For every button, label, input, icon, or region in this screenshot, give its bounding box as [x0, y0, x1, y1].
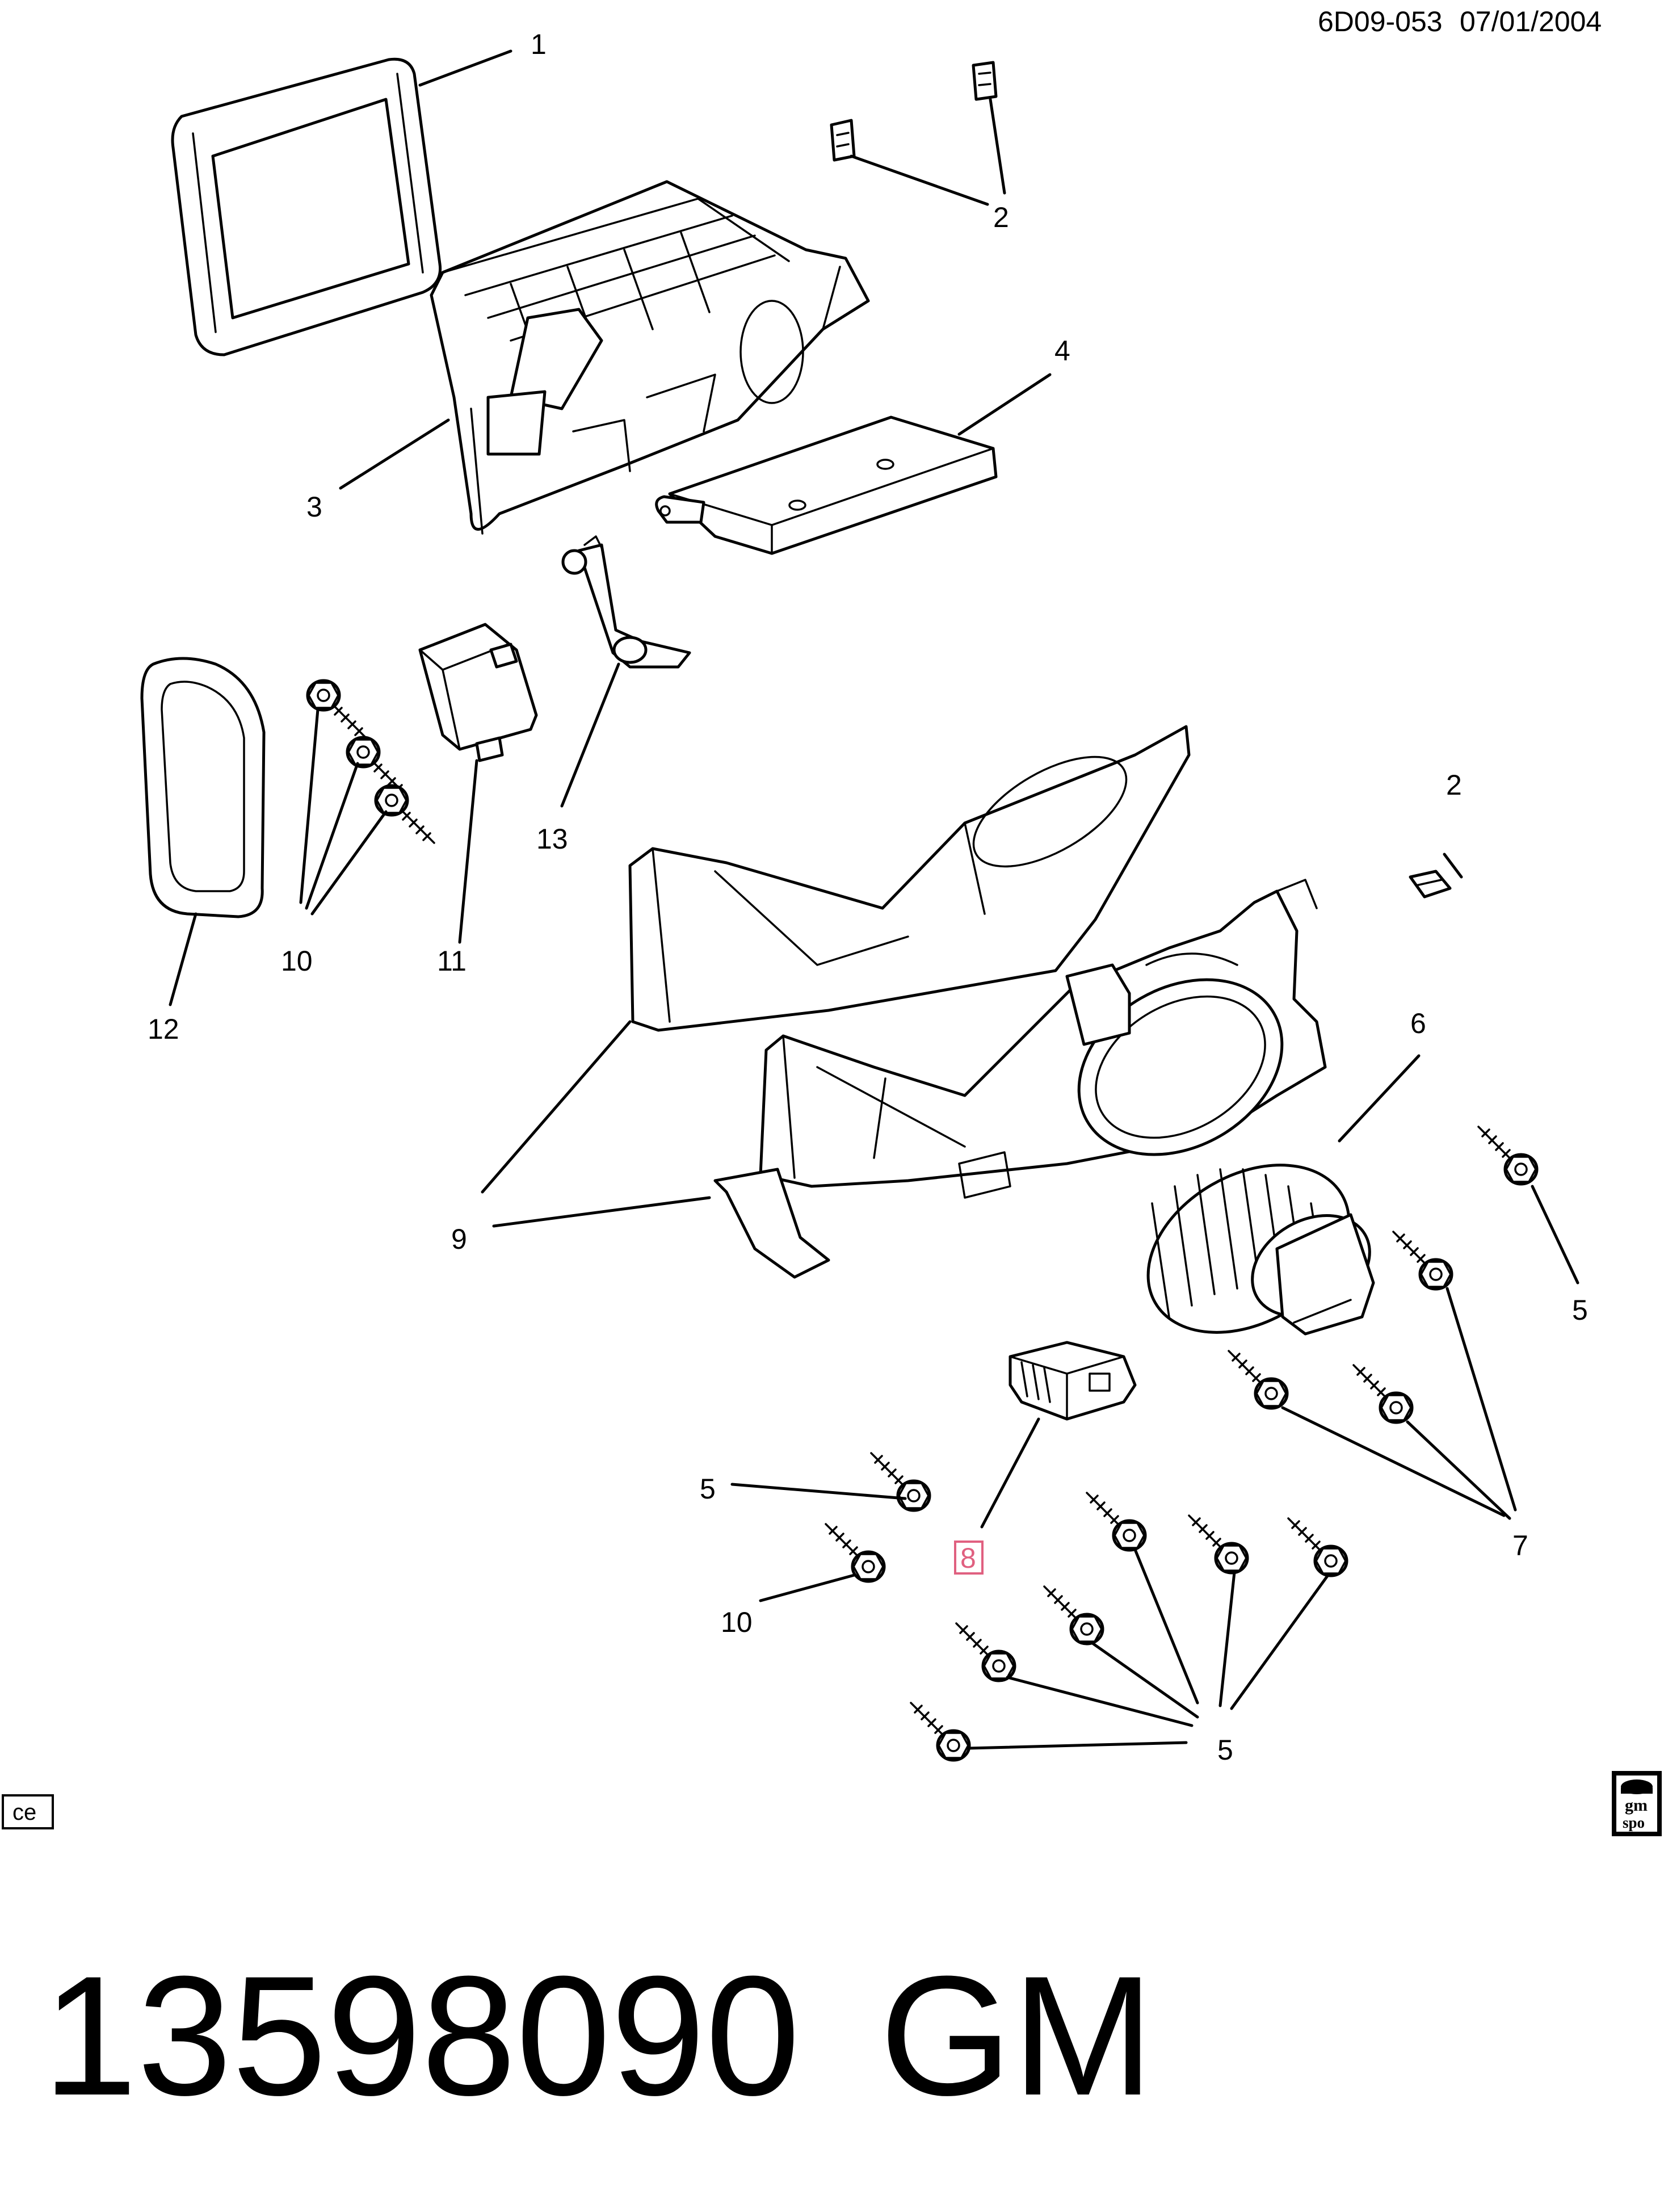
badge-ce-text: ce: [12, 1800, 36, 1825]
part-13-lever: [561, 535, 691, 669]
badge-ce: ce: [2, 1794, 54, 1829]
callout-7: 7: [1512, 1530, 1528, 1562]
callout-5-right: 5: [1572, 1294, 1588, 1326]
callout-13: 13: [536, 823, 568, 855]
part-6-blower-motor: [1146, 1164, 1375, 1336]
footer-brand: GM: [880, 1940, 1154, 2131]
part-8-resistor: [1009, 1341, 1137, 1421]
diagram-date: 07/01/2004: [1460, 6, 1602, 37]
gm-spo-logo: gm spo: [1612, 1771, 1662, 1836]
footer-part-number: 13598090: [43, 1940, 800, 2131]
part-4-filter-tray: [655, 415, 998, 555]
callout-6: 6: [1410, 1008, 1426, 1039]
logo-spo-text: spo: [1623, 1814, 1645, 1831]
callout-12: 12: [148, 1013, 179, 1045]
callout-8-highlight: [954, 1541, 984, 1575]
callout-2-upper: 2: [993, 202, 1009, 233]
callout-5-bottom: 5: [1217, 1734, 1233, 1766]
part-11-actuator: [418, 623, 538, 762]
leader-lines: [169, 49, 1579, 1750]
callout-10-upper: 10: [281, 945, 313, 977]
part-10-screw-lower: [826, 1524, 884, 1581]
callout-8: 8: [960, 1542, 976, 1574]
callout-2-lower: 2: [1446, 769, 1462, 801]
callout-9: 9: [451, 1223, 467, 1255]
callout-5-left: 5: [700, 1473, 716, 1505]
part-10-screws-upper: [308, 681, 434, 843]
part-9-lower-housing: [628, 725, 1327, 1279]
part-2-clip-upper: [830, 61, 998, 162]
callout-3: 3: [306, 491, 322, 523]
callout-1: 1: [531, 28, 547, 60]
callout-10-lower: 10: [721, 1606, 753, 1638]
callouts: 1 2 3 4 2 12 10 11 13 6 9 5 5 8 7 10 5: [148, 28, 1588, 1766]
part-3-upper-housing: [430, 180, 870, 535]
logo-gm-text: gm: [1625, 1796, 1648, 1815]
part-1-filter-frame: [171, 57, 442, 356]
diagram-code: 6D09-053: [1318, 6, 1443, 37]
part-2-clip-lower: [1409, 870, 1452, 899]
part-12-gasket: [140, 657, 266, 918]
callout-11: 11: [437, 945, 467, 977]
callout-4: 4: [1054, 335, 1070, 367]
